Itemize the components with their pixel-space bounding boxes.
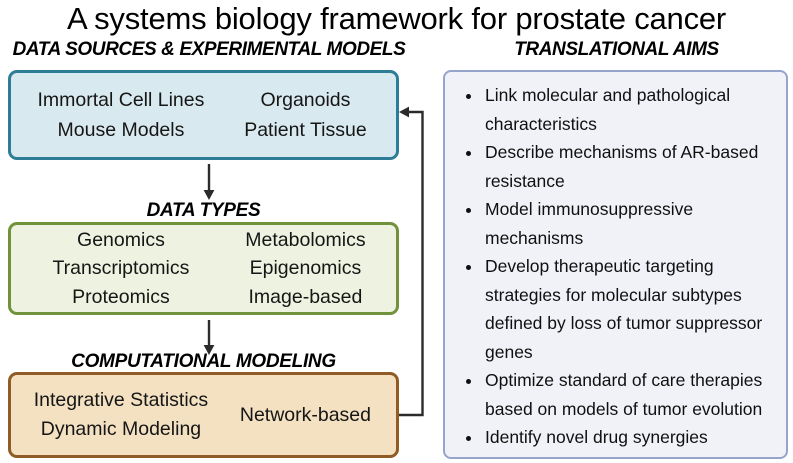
computational-modeling-heading: COMPUTATIONAL MODELING xyxy=(71,351,336,372)
sources-right-column: Organoids Patient Tissue xyxy=(217,85,394,145)
box-item: Mouse Models xyxy=(57,119,185,141)
data-types-heading: DATA TYPES xyxy=(146,200,261,221)
data-sources-box: Immortal Cell Lines Mouse Models Organoi… xyxy=(8,70,399,160)
aims-heading: TRANSLATIONAL AIMS xyxy=(514,39,719,60)
box-item: Genomics xyxy=(77,228,165,251)
aims-list: Link molecular and pathological characte… xyxy=(457,81,780,452)
modeling-right-column: Network-based xyxy=(217,401,394,430)
box-item: Patient Tissue xyxy=(244,119,367,141)
modeling-left-column: Integrative Statistics Dynamic Modeling xyxy=(25,386,217,444)
box-item: Immortal Cell Lines xyxy=(37,89,205,111)
box-item: Epigenomics xyxy=(249,257,362,280)
computational-modeling-box: Integrative Statistics Dynamic Modeling … xyxy=(8,372,399,458)
aims-item: Develop therapeutic targeting strategies… xyxy=(483,252,780,366)
translational-aims-panel: Link molecular and pathological characte… xyxy=(443,70,788,459)
sources-left-column: Immortal Cell Lines Mouse Models xyxy=(25,85,217,145)
aims-item: Model immunosuppressive mechanisms xyxy=(483,195,780,252)
box-item: Network-based xyxy=(239,403,371,426)
aims-item: Optimize standard of care therapies base… xyxy=(483,366,780,423)
box-item: Dynamic Modeling xyxy=(40,418,202,440)
data-types-box: Genomics Transcriptomics Proteomics Meta… xyxy=(8,222,399,315)
box-item: Transcriptomics xyxy=(52,257,190,280)
box-item: Image-based xyxy=(248,285,363,308)
types-right-column: Metabolomics Epigenomics Image-based xyxy=(217,226,394,312)
aims-item: Identify novel drug synergies xyxy=(483,423,780,452)
feedback-line-modeling-to-sources xyxy=(399,110,424,417)
aims-item: Link molecular and pathological characte… xyxy=(483,81,780,138)
box-item: Integrative Statistics xyxy=(33,389,209,411)
box-item: Organoids xyxy=(260,89,351,111)
left-arrowhead-icon xyxy=(399,106,409,118)
types-left-column: Genomics Transcriptomics Proteomics xyxy=(25,226,217,312)
figure-title: A systems biology framework for prostate… xyxy=(66,1,727,36)
box-item: Proteomics xyxy=(72,285,170,308)
aims-item: Describe mechanisms of AR-based resistan… xyxy=(483,138,780,195)
down-arrowhead-icon xyxy=(203,190,215,200)
box-item: Metabolomics xyxy=(245,228,366,251)
pipeline-heading: DATA SOURCES & EXPERIMENTAL MODELS xyxy=(12,39,406,60)
